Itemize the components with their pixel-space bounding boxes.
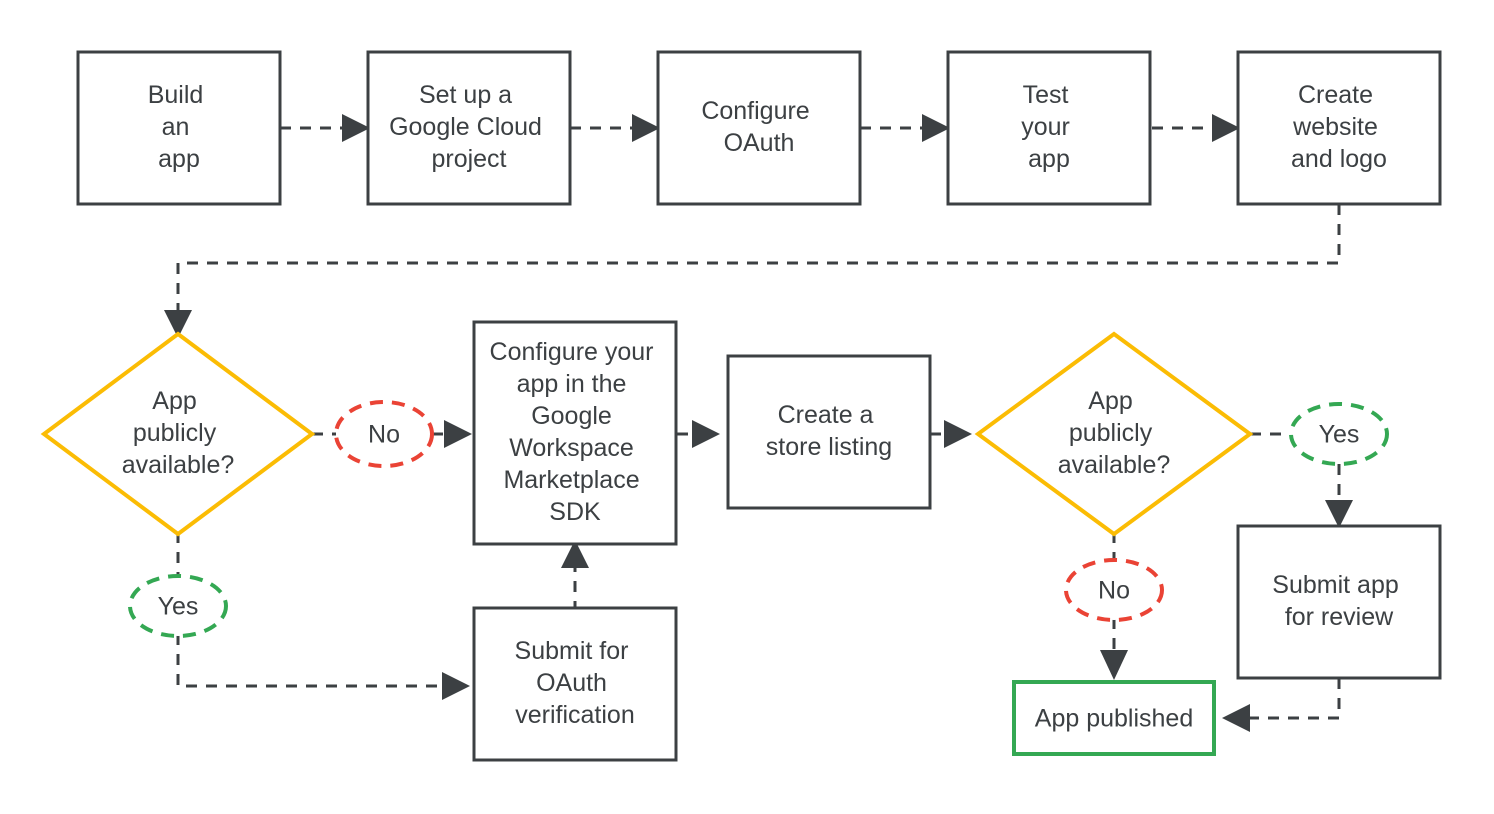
node-submit-app-for-review-label: Submit app for review	[1272, 571, 1405, 631]
edge-label-yes-left-shape	[128, 574, 228, 638]
node-build-an-app[interactable]: Build an app	[76, 50, 282, 206]
node-configure-oauth-label: Configure OAuth	[701, 97, 816, 157]
node-decision-app-publicly-available-right[interactable]: App publicly available?	[974, 331, 1254, 537]
node-configure-app-sdk-label: Configure your app in the Google Workspa…	[490, 338, 661, 526]
node-submit-oauth-verification-shape	[472, 606, 678, 762]
edge-yes-to-oauth-verification	[176, 634, 442, 688]
edge-label-yes-left: Yes	[128, 574, 228, 638]
node-gcp-project-label: Set up a Google Cloud project	[389, 81, 549, 173]
node-configure-oauth-shape	[656, 50, 862, 206]
node-gcp-project[interactable]: Set up a Google Cloud project	[366, 50, 572, 206]
node-configure-app-sdk[interactable]: Configure your app in the Google Workspa…	[472, 320, 678, 546]
arrow-head-oauth-to-test	[922, 114, 950, 142]
node-decision-app-publicly-available-left[interactable]: App publicly available?	[40, 331, 316, 537]
edge-label-yes-right-text: Yes	[1319, 421, 1360, 449]
arrow-head-yes-to-submit-review	[1325, 500, 1353, 528]
node-decision-left-label: App publicly available?	[122, 387, 235, 479]
node-create-website-and-logo-label: Create website and logo	[1291, 81, 1387, 173]
node-decision-right-shape	[974, 331, 1254, 537]
arrow-head-sdk-to-store-listing	[692, 420, 720, 448]
arrow-head-build-to-gcp	[342, 114, 370, 142]
edge-label-yes-left-text: Yes	[158, 593, 199, 621]
node-decision-left-shape	[40, 331, 316, 537]
arrow-head-into-decision-left	[164, 310, 192, 338]
arrow-head-gcp-to-oauth	[632, 114, 660, 142]
edge-label-no-left: No	[334, 400, 434, 468]
arrow-head-no-to-app-published	[1100, 650, 1128, 680]
arrow-head-oauth-verification-to-sdk	[561, 540, 589, 568]
node-test-your-app-label: Test your app	[1021, 81, 1077, 173]
node-gcp-project-shape	[366, 50, 572, 206]
node-create-website-and-logo[interactable]: Create website and logo	[1236, 50, 1442, 206]
edge-website-to-decision-left	[176, 204, 1341, 310]
node-build-an-app-shape	[76, 50, 282, 206]
edge-label-no-left-shape	[334, 400, 434, 468]
node-app-published-label: App published	[1035, 705, 1193, 733]
edge-submit-review-to-app-published	[1250, 678, 1341, 720]
arrow-head-test-to-website	[1212, 114, 1240, 142]
node-submit-app-for-review-shape	[1236, 524, 1442, 680]
edge-label-yes-right-shape	[1289, 402, 1389, 466]
arrow-head-submit-review-to-app-published	[1222, 704, 1250, 732]
node-configure-oauth[interactable]: Configure OAuth	[656, 50, 862, 206]
node-create-store-listing[interactable]: Create a store listing	[726, 354, 932, 510]
node-app-published-shape	[1012, 680, 1216, 756]
edge-label-no-right-text: No	[1098, 577, 1130, 605]
edge-label-no-right-shape	[1064, 558, 1164, 622]
node-app-published[interactable]: App published	[1012, 680, 1216, 756]
arrow-head-yes-to-oauth-verification	[442, 672, 470, 700]
node-decision-right-label: App publicly available?	[1058, 387, 1171, 479]
node-create-website-and-logo-shape	[1236, 50, 1442, 206]
arrow-head-store-listing-to-decision-right	[944, 420, 972, 448]
arrow-head-no-to-configure-sdk	[444, 420, 472, 448]
node-test-your-app-shape	[946, 50, 1152, 206]
edge-label-yes-right: Yes	[1289, 402, 1389, 466]
edge-label-no-right: No	[1064, 558, 1164, 622]
node-submit-app-for-review[interactable]: Submit app for review	[1236, 524, 1442, 680]
edge-label-no-left-text: No	[368, 421, 400, 449]
node-build-an-app-label: Build an app	[148, 81, 211, 173]
node-create-store-listing-shape	[726, 354, 932, 510]
connectors	[164, 114, 1353, 732]
node-test-your-app[interactable]: Test your app	[946, 50, 1152, 206]
node-submit-oauth-verification-label: Submit for OAuth verification	[515, 637, 636, 729]
node-configure-app-sdk-shape	[472, 320, 678, 546]
node-create-store-listing-label: Create a store listing	[766, 401, 892, 461]
node-submit-oauth-verification[interactable]: Submit for OAuth verification	[472, 606, 678, 762]
